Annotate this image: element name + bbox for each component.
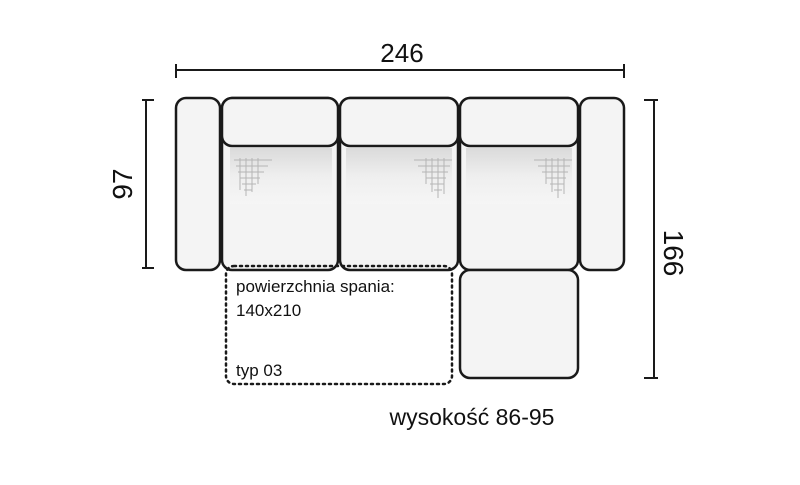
sleeping-area-label: powierzchnia spania: bbox=[236, 277, 395, 296]
sleeping-area-outline bbox=[224, 264, 454, 386]
backrest-cushion-3 bbox=[458, 96, 580, 148]
backrest-cushion-2 bbox=[338, 96, 460, 148]
left-armrest bbox=[174, 96, 222, 272]
depth-dimension bbox=[142, 99, 154, 269]
backrest-cushion-1 bbox=[220, 96, 340, 148]
sleeping-area-size: 140x210 bbox=[236, 301, 301, 320]
seat-1 bbox=[220, 96, 340, 272]
width-label: 246 bbox=[380, 38, 423, 68]
sleeping-area-type: typ 03 bbox=[236, 361, 282, 380]
recliner-hatch-3 bbox=[534, 158, 572, 198]
width-dimension bbox=[175, 64, 625, 78]
chaise-depth-dimension bbox=[644, 99, 658, 379]
depth-label: 97 bbox=[107, 168, 138, 199]
ottoman bbox=[458, 268, 580, 380]
seat-3 bbox=[458, 96, 580, 272]
right-armrest bbox=[578, 96, 626, 272]
recliner-hatch-2 bbox=[414, 158, 452, 198]
height-note: wysokość 86-95 bbox=[389, 404, 555, 430]
recliner-hatch-1 bbox=[234, 158, 272, 196]
seat-2 bbox=[338, 96, 460, 272]
chaise-depth-label: 166 bbox=[658, 230, 689, 277]
